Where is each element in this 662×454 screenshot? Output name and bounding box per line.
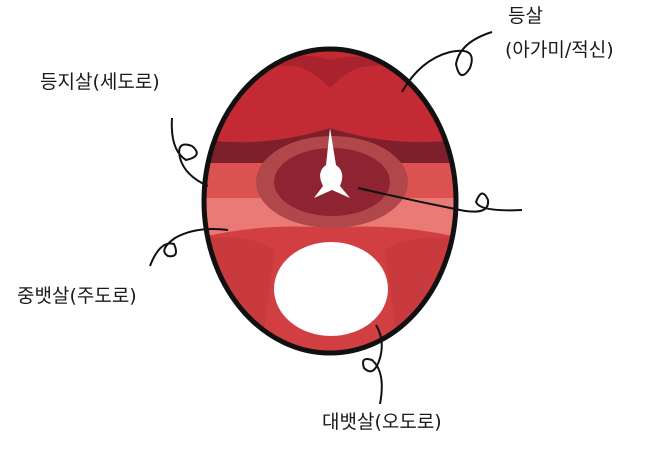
spine-icon xyxy=(314,128,350,198)
leader-upper-left xyxy=(170,117,209,187)
leader-top-right xyxy=(401,31,493,93)
label-back-line1: 등살 xyxy=(508,5,543,27)
leader-right xyxy=(357,187,523,213)
label-back-line2: (아가미/적신) xyxy=(505,39,614,61)
label-lower-left: 중뱃살(주도로) xyxy=(17,285,137,307)
abdominal-cavity xyxy=(274,242,388,336)
top-notch xyxy=(265,55,400,88)
label-upper-left: 등지살(세도로) xyxy=(40,71,160,93)
body-stroke xyxy=(201,46,459,356)
label-bottom: 대뱃살(오도로) xyxy=(322,411,442,433)
leader-lower-left xyxy=(149,228,229,267)
leader-bottom xyxy=(362,324,383,405)
